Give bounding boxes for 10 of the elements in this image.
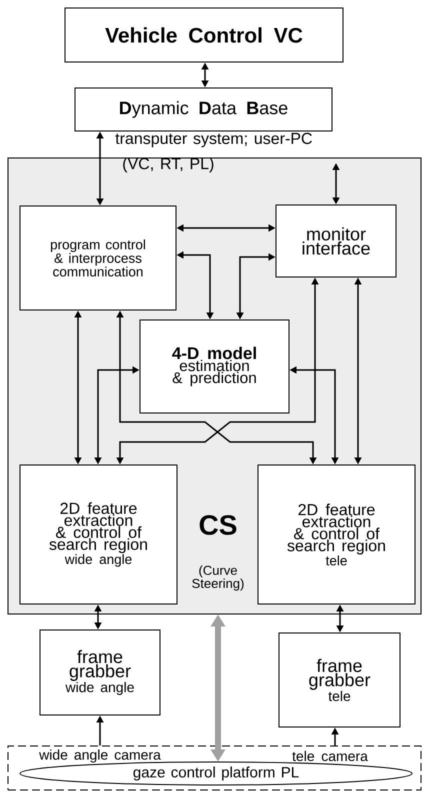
annotation-text: transputer system; user-PC (115, 132, 312, 148)
process-box: 2D feature extraction & control of search region tele (258, 464, 416, 604)
process-box: monitor interface (276, 204, 396, 278)
process-box: program control & interprocess communication (20, 206, 176, 310)
process-box: frame grabber wide angle (40, 630, 160, 716)
database-box: Dynamic Data Base (74, 88, 332, 132)
process-box: 2D feature extraction & control of search region wide angle (20, 464, 178, 604)
process-box: frame grabber tele (278, 632, 400, 728)
process-box: 4-D model estimation & prediction (140, 320, 290, 414)
title-box: Vehicle Control VC (64, 8, 344, 62)
